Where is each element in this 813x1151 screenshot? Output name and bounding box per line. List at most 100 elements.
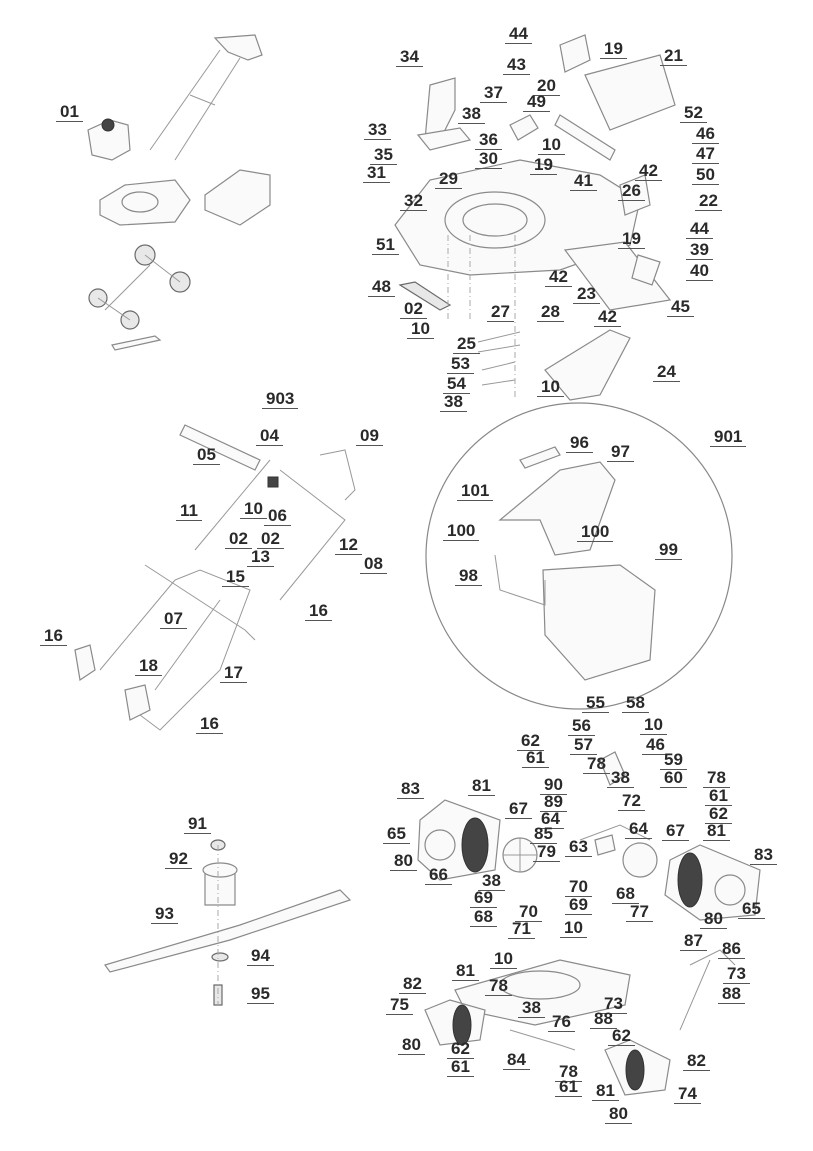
callout-30: 30 (475, 150, 502, 169)
callout-77: 77 (626, 903, 653, 922)
callout-78: 78 (555, 1063, 582, 1082)
callout-67: 67 (662, 822, 689, 841)
callout-67: 67 (505, 800, 532, 819)
callout-83: 83 (397, 780, 424, 799)
callout-11: 11 (176, 502, 202, 521)
callout-42: 42 (545, 268, 572, 287)
callout-43: 43 (503, 56, 530, 75)
callout-38: 38 (478, 872, 505, 891)
callout-99: 99 (655, 541, 682, 560)
callout-37: 37 (480, 84, 507, 103)
callout-51: 51 (372, 236, 399, 255)
callout-79: 79 (533, 843, 560, 862)
callout-49: 49 (523, 93, 550, 112)
callout-09: 09 (356, 427, 383, 446)
callout-16: 16 (40, 627, 67, 646)
blade-assembly (104, 839, 352, 1006)
callout-10: 10 (240, 500, 267, 519)
callout-61: 61 (447, 1058, 474, 1077)
callout-23: 23 (573, 285, 600, 304)
callout-86: 86 (718, 940, 745, 959)
callout-81: 81 (703, 822, 730, 841)
part-24-shape (544, 329, 631, 401)
callout-58: 58 (622, 694, 649, 713)
callout-91: 91 (184, 815, 211, 834)
callout-40: 40 (686, 262, 713, 281)
callout-90: 90 (540, 776, 567, 795)
callout-45: 45 (667, 298, 694, 317)
callout-71: 71 (508, 920, 535, 939)
callout-88: 88 (590, 1010, 617, 1029)
callout-17: 17 (220, 664, 247, 683)
callout-82: 82 (683, 1052, 710, 1071)
callout-72: 72 (618, 792, 645, 811)
callout-50: 50 (692, 166, 719, 185)
bag-shape (542, 564, 656, 681)
callout-31: 31 (363, 164, 390, 183)
handle-assembly (74, 424, 356, 731)
callout-61: 61 (555, 1078, 582, 1097)
overview-mower (87, 34, 271, 351)
callout-10: 10 (407, 320, 434, 339)
callout-81: 81 (452, 962, 479, 981)
callout-46: 46 (692, 125, 719, 144)
callout-22: 22 (695, 192, 722, 211)
callout-52: 52 (680, 104, 707, 123)
callout-44: 44 (505, 25, 532, 44)
callout-60: 60 (660, 769, 687, 788)
callout-19: 19 (618, 230, 645, 249)
callout-06: 06 (264, 507, 291, 526)
callout-62: 62 (608, 1027, 635, 1046)
callout-74: 74 (674, 1085, 701, 1104)
callout-73: 73 (723, 965, 750, 984)
callout-10: 10 (640, 716, 667, 735)
callout-80: 80 (605, 1105, 632, 1124)
callout-901: 901 (710, 428, 747, 447)
callout-18: 18 (135, 657, 162, 676)
callout-01: 01 (56, 103, 83, 122)
callout-02: 02 (400, 300, 427, 319)
callout-32: 32 (400, 192, 427, 211)
callout-20: 20 (533, 77, 560, 96)
callout-97: 97 (607, 443, 634, 462)
callout-70: 70 (565, 878, 592, 897)
callout-85: 85 (530, 825, 557, 844)
callout-81: 81 (468, 777, 495, 796)
callout-84: 84 (503, 1051, 530, 1070)
callout-68: 68 (470, 908, 497, 927)
callout-82: 82 (399, 975, 426, 994)
callout-33: 33 (364, 121, 391, 140)
blade-shape (104, 889, 352, 973)
callout-34: 34 (396, 48, 423, 67)
callout-76: 76 (548, 1013, 575, 1032)
callout-95: 95 (247, 985, 274, 1004)
callout-56: 56 (568, 717, 595, 736)
callout-63: 63 (565, 838, 592, 857)
callout-13: 13 (247, 548, 274, 567)
callout-61: 61 (522, 749, 549, 768)
callout-19: 19 (600, 40, 627, 59)
callout-62: 62 (447, 1040, 474, 1059)
callout-15: 15 (222, 568, 249, 587)
callout-02: 02 (257, 530, 284, 549)
part-34-shape (424, 77, 456, 141)
callout-10: 10 (537, 378, 564, 397)
callout-64: 64 (625, 820, 652, 839)
callout-21: 21 (660, 47, 687, 66)
callout-02: 02 (225, 530, 252, 549)
callout-47: 47 (692, 145, 719, 164)
callout-38: 38 (607, 769, 634, 788)
callout-55: 55 (582, 694, 609, 713)
callout-10: 10 (490, 950, 517, 969)
callout-96: 96 (566, 434, 593, 453)
callout-100: 100 (577, 523, 614, 542)
callout-16: 16 (305, 602, 332, 621)
callout-38: 38 (518, 999, 545, 1018)
callout-903: 903 (262, 390, 299, 409)
callout-42: 42 (594, 308, 621, 327)
callout-35: 35 (370, 146, 397, 165)
callout-68: 68 (612, 885, 639, 904)
callout-61: 61 (705, 787, 732, 806)
